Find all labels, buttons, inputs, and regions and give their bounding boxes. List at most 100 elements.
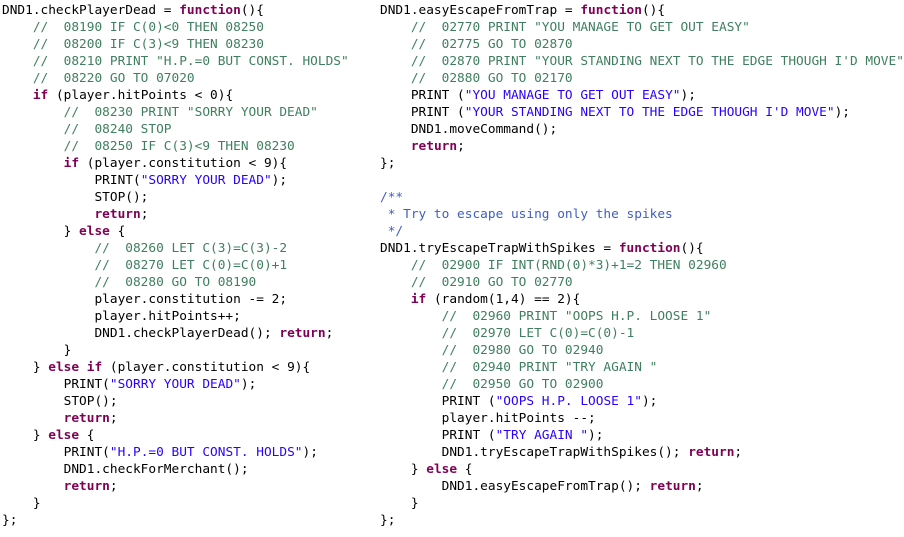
code-line: // 02960 PRINT "OOPS H.P. LOOSE 1" — [380, 308, 800, 325]
keyword-token: function — [618, 241, 681, 256]
code-text: } — [2, 428, 49, 443]
keyword-token: function — [580, 3, 642, 18]
code-text: (player.constitution < 9){ — [102, 360, 311, 375]
code-line: DND1.moveCommand(); — [380, 121, 800, 138]
code-text: ); — [834, 105, 850, 120]
code-line: // 08270 LET C(0)=C(0)+1 — [2, 257, 368, 274]
doc-comment: /** — [380, 190, 404, 205]
code-line: // 02870 PRINT "YOUR STANDING NEXT TO TH… — [380, 53, 904, 70]
code-text: DND1.checkPlayerDead = — [2, 3, 180, 18]
keyword-token: return — [63, 411, 110, 426]
code-line: player.hitPoints++; — [2, 308, 368, 325]
keyword-token: return — [410, 139, 458, 154]
code-line: return; — [2, 410, 368, 427]
code-line: } else { — [2, 427, 368, 444]
code-line: // 08240 STOP — [2, 121, 368, 138]
line-comment: // 08220 GO TO 07020 — [2, 71, 195, 86]
code-line: DND1.tryEscapeTrapWithSpikes(); return; — [380, 444, 800, 461]
code-line: if (player.constitution < 9){ — [2, 155, 368, 172]
code-line: // 08250 IF C(3)<9 THEN 08230 — [2, 138, 368, 155]
code-text — [2, 207, 94, 222]
code-line: if (random(1,4) == 2){ — [380, 291, 800, 308]
code-text: ); — [680, 88, 696, 103]
code-line: // 02970 LET C(0)=C(0)-1 — [380, 325, 800, 342]
code-text: } — [2, 360, 49, 375]
code-line: } — [2, 342, 368, 359]
code-line: if (player.hitPoints < 0){ — [2, 87, 368, 104]
code-text: PRINT( — [2, 173, 141, 188]
code-text: PRINT( — [2, 445, 110, 460]
code-text: ; — [109, 411, 118, 426]
keyword-token: return — [649, 479, 696, 494]
keyword-token: return — [63, 479, 110, 494]
keyword-token: else — [48, 428, 80, 443]
code-text: ; — [140, 207, 149, 222]
code-line: // 02775 GO TO 02870 — [380, 36, 800, 53]
code-line: } — [380, 495, 800, 512]
string-literal: "OOPS H.P. LOOSE 1" — [495, 394, 642, 409]
code-line: // 08200 IF C(3)<9 THEN 08230 — [2, 36, 368, 53]
code-line: // 08190 IF C(0)<0 THEN 08250 — [2, 19, 368, 36]
code-text: }; — [2, 513, 18, 528]
doc-comment: */ — [380, 224, 404, 239]
code-line: // 02950 GO TO 02900 — [380, 376, 800, 393]
string-literal: "YOUR STANDING NEXT TO THE EDGE THOUGH I… — [464, 105, 835, 120]
code-text: ; — [695, 479, 704, 494]
code-line: player.hitPoints --; — [380, 410, 800, 427]
code-text — [2, 88, 33, 103]
code-text: (player.constitution < 9){ — [79, 156, 288, 171]
code-line: */ — [380, 223, 800, 240]
code-line: PRINT("SORRY YOUR DEAD"); — [2, 376, 368, 393]
code-line: // 02980 GO TO 02940 — [380, 342, 800, 359]
string-literal: "TRY AGAIN " — [495, 428, 589, 443]
code-line: DND1.checkPlayerDead(); return; — [2, 325, 368, 342]
code-text: PRINT ( — [380, 105, 465, 120]
keyword-token: function — [179, 3, 241, 18]
code-line: PRINT ("YOU MANAGE TO GET OUT EASY"); — [380, 87, 800, 104]
keyword-token: if — [410, 292, 427, 307]
code-line: // 02910 GO TO 02770 — [380, 274, 800, 291]
code-text: ; — [109, 479, 118, 494]
code-text — [2, 411, 64, 426]
code-text: ); — [271, 173, 288, 188]
keyword-token: else if — [48, 360, 103, 375]
code-text: ); — [588, 428, 604, 443]
line-comment: // 08210 PRINT "H.P.=0 BUT CONST. HOLDS" — [2, 54, 349, 69]
line-comment: // 02960 PRINT "OOPS H.P. LOOSE 1" — [380, 309, 712, 324]
code-text: ); — [641, 394, 658, 409]
code-text: DND1.easyEscapeFromTrap(); — [380, 479, 650, 494]
code-text: ); — [240, 377, 257, 392]
code-line: } else { — [2, 223, 368, 240]
keyword-token: return — [688, 445, 735, 460]
string-literal: "H.P.=0 BUT CONST. HOLDS" — [109, 445, 303, 460]
code-line: } — [2, 495, 368, 512]
code-line: DND1.easyEscapeFromTrap = function(){ — [380, 2, 800, 19]
code-text: PRINT( — [2, 377, 110, 392]
line-comment: // 08260 LET C(3)=C(3)-2 — [2, 241, 288, 256]
code-text: { — [457, 462, 473, 477]
line-comment: // 02770 PRINT "YOU MANAGE TO GET OUT EA… — [380, 20, 750, 35]
doc-comment: * Try to escape using only the spikes — [380, 207, 673, 222]
code-line: // 08280 GO TO 08190 — [2, 274, 368, 291]
code-pane-left[interactable]: DND1.checkPlayerDead = function(){ // 08… — [2, 2, 368, 529]
code-text: STOP(); — [2, 190, 149, 205]
line-comment: // 02950 GO TO 02900 — [380, 377, 604, 392]
keyword-token: else — [426, 462, 458, 477]
code-text: (){ — [641, 3, 666, 18]
line-comment: // 02980 GO TO 02940 — [380, 343, 604, 358]
code-text: STOP(); — [2, 394, 118, 409]
code-pane-right[interactable]: DND1.easyEscapeFromTrap = function(){ //… — [380, 2, 904, 529]
code-line: DND1.checkForMerchant(); — [2, 461, 368, 478]
line-comment: // 02970 LET C(0)=C(0)-1 — [380, 326, 635, 341]
code-text: PRINT ( — [380, 88, 465, 103]
keyword-token: return — [94, 207, 141, 222]
code-text: ; — [325, 326, 334, 341]
string-literal: "YOU MANAGE TO GET OUT EASY" — [464, 88, 681, 103]
code-text — [380, 292, 411, 307]
code-text: DND1.checkPlayerDead(); — [2, 326, 280, 341]
code-line: /** — [380, 189, 800, 206]
code-line: return; — [380, 138, 800, 155]
code-line: }; — [2, 512, 368, 529]
code-text: { — [79, 428, 95, 443]
line-comment: // 08280 GO TO 08190 — [2, 275, 257, 290]
